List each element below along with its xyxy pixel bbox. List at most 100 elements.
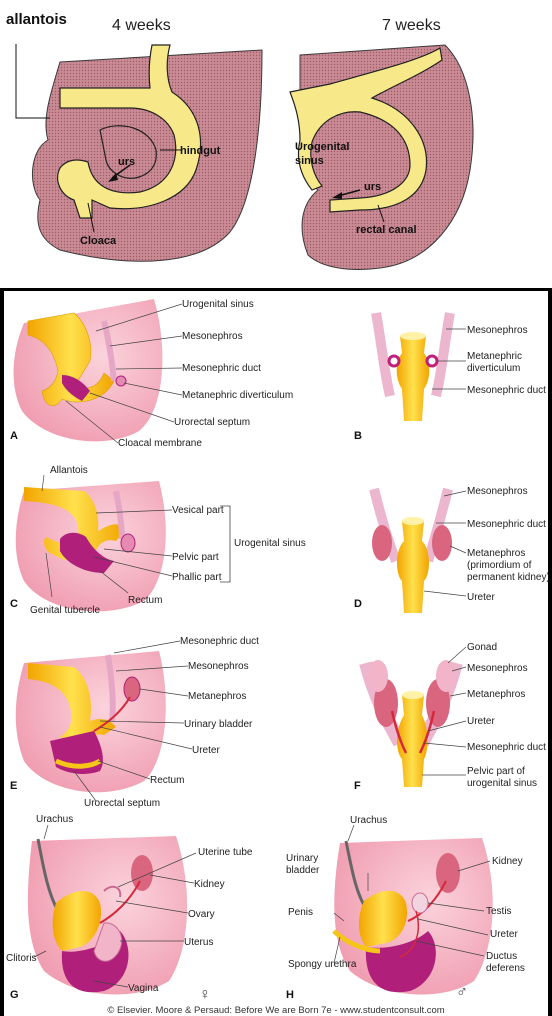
label-e-mesonephros: Mesonephros [188,661,249,672]
panel-g-letter: G [10,989,19,1001]
label-b-mesonephric-duct: Mesonephric duct [467,385,546,396]
label-b-metanephric: Metanephric [467,351,522,362]
label-urogenital-7w-2: sinus [295,155,324,167]
label-e-urorectal-septum: Urorectal septum [84,798,160,809]
label-a-mesonephric-duct: Mesonephric duct [182,363,261,374]
urs-arrowhead-4w [108,173,118,182]
panel-c-metanephros [120,533,136,553]
label-a-mesonephros: Mesonephros [182,331,243,342]
label-e-ureter: Ureter [192,745,220,756]
urs-arrowhead-7w [332,192,342,199]
label-f-urogenital-sinus: urogenital sinus [467,778,537,789]
panel-d-letter: D [354,598,362,610]
panel-e: Mesonephric duct Mesonephros Metanephros… [10,636,259,809]
label-g-urachus: Urachus [36,814,73,825]
bottom-section: Urogenital sinus Mesonephros Mesonephric… [0,288,552,1016]
panel-g-bladder [52,891,102,951]
label-e-rectum: Rectum [150,775,184,786]
label-g-uterus: Uterus [184,937,213,948]
development-panels: Urogenital sinus Mesonephros Mesonephric… [6,299,548,1016]
label-c-allantois: Allantois [50,465,88,476]
panel-h-ureter [407,880,447,922]
label-g-uterine-tube: Uterine tube [198,847,253,858]
label-c-phallic: Phallic part [172,572,222,583]
panel-f: Gonad Mesonephros Metanephros Ureter Mes… [354,642,546,792]
panel-g: Urachus Uterine tube Kidney Ovary Uterus… [6,814,253,1003]
label-cloaca: Cloaca [80,235,117,247]
title-7-weeks: 7 weeks [382,17,441,34]
label-a-urogenital-sinus: Urogenital sinus [182,299,254,310]
panel-b-letter: B [354,430,362,442]
panel-b-lumen [400,332,426,340]
label-e-urinary-bladder: Urinary bladder [184,719,253,730]
panel-h-ductus-deferens [399,910,420,958]
panel-e-ureter [93,696,131,732]
panel-h-bladder [358,890,408,947]
panel-b-mesonephros-left [371,312,395,398]
panel-c-bracket [220,505,231,583]
panel-h-urachus [344,840,366,906]
panel-f-gonad-left [368,660,388,692]
panel-f-ureter-right [418,710,436,754]
label-d-permanent-kidney: permanent kidney) [467,572,548,583]
label-g-vagina: Vagina [128,983,159,994]
panel-c-mesonephros [113,490,125,540]
label-d-primordium: (primordium of [467,560,532,571]
label-b-diverticulum: diverticulum [467,363,520,374]
label-f-mesonephric-duct: Mesonephric duct [467,742,546,753]
panel-c-letter: C [10,598,18,610]
panel-a-diverticulum [115,375,127,387]
embryo-7-weeks: Urogenital sinus urs rectal canal [289,44,474,270]
panel-c: Allantois Vesical part Pelvic part Phall… [10,465,306,616]
label-h-testis: Testis [486,906,512,917]
label-a-metanephric-diverticulum: Metanephric diverticulum [182,390,293,401]
panel-c-gut [24,487,124,561]
panel-b-mesonephros-right [431,312,455,398]
panel-b-sinus [396,336,430,421]
label-h-deferens: deferens [486,963,525,974]
allantois-leader [15,44,50,119]
label-e-metanephros: Metanephros [188,691,246,702]
label-e-mesonephric-duct: Mesonephric duct [180,636,259,647]
label-c-vesical: Vesical part [172,505,224,516]
panel-e-metanephros [123,676,141,702]
label-h-spongy-urethra: Spongy urethra [288,959,357,970]
panel-g-kidney [131,855,153,891]
panel-h-letter: H [286,989,294,1001]
panel-b: Mesonephros Metanephric diverticulum Mes… [354,312,546,442]
panel-e-urorectal-septum [54,758,102,769]
panel-a-gut [27,312,115,406]
label-h-bladder: bladder [286,865,320,876]
panel-a: Urogenital sinus Mesonephros Mesonephric… [10,299,293,449]
top-diagrams: urs hindgut Cloaca allantois Urogenital … [6,11,474,270]
panel-g-uterine-tube [103,885,122,898]
panel-d-sinus [397,521,429,613]
label-f-mesonephros: Mesonephros [467,663,528,674]
rectal-canal-leader [377,204,385,223]
label-urs-4w: urs [118,156,135,168]
panel-a-letter: A [10,430,18,442]
panel-d-lumen [402,517,424,525]
label-c-rectum: Rectum [128,595,162,606]
male-symbol-icon: ♂ [456,984,468,1001]
label-d-ureter: Ureter [467,592,495,603]
label-h-ureter: Ureter [490,929,518,940]
panel-h-rectum [365,931,436,993]
panel-h-spongy-urethra [332,929,381,954]
label-f-metanephros: Metanephros [467,689,525,700]
panel-d-metanephros-right [432,525,452,561]
panel-f-gonad-right [436,660,456,692]
label-h-ductus: Ductus [486,951,517,962]
label-f-pelvic-part: Pelvic part of [467,766,525,777]
panel-e-mesonephros [105,654,116,722]
panel-h: Urachus Urinary bladder Kidney Testis Pe… [286,815,525,1001]
label-a-urorectal-septum: Urorectal septum [174,417,250,428]
label-c-urogenital-sinus: Urogenital sinus [234,538,306,549]
label-h-urachus: Urachus [350,815,387,826]
embryo-4w-gut [57,44,202,219]
panel-h-kidney [436,853,460,893]
label-c-genital-tubercle: Genital tubercle [30,605,100,616]
panel-c-rectum [60,532,114,573]
top-section: urs hindgut Cloaca allantois Urogenital … [0,0,552,288]
label-h-urinary: Urinary [286,853,318,864]
